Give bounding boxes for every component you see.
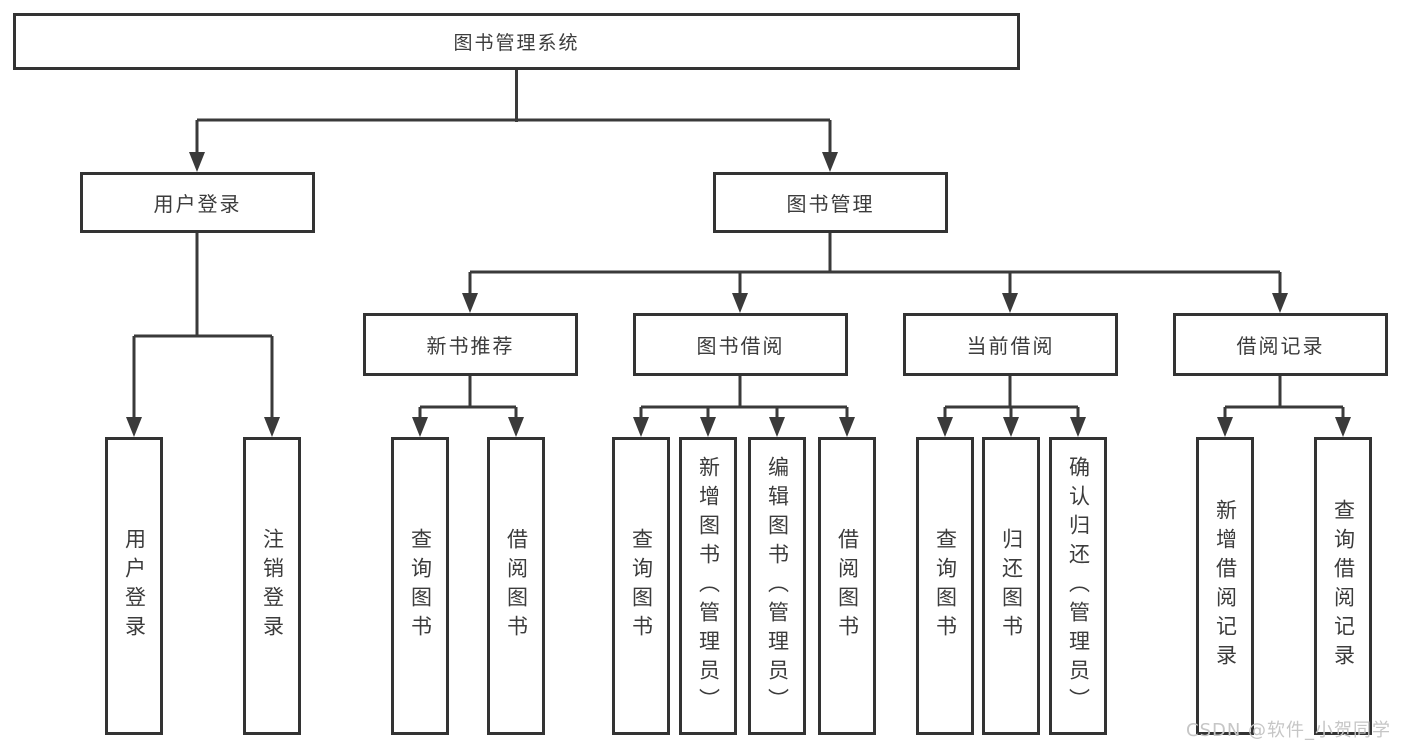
node-root: 图书管理系统 (13, 13, 1020, 70)
leaf-user-login: 用户登录 (105, 437, 163, 735)
leaf-current-query-books: 查询图书 (916, 437, 974, 735)
leaf-logout: 注销登录 (243, 437, 301, 735)
node-borrowing-records: 借阅记录 (1173, 313, 1388, 376)
leaf-newbook-borrow-books: 借阅图书 (487, 437, 545, 735)
leaf-record-add-record: 新增借阅记录 (1196, 437, 1254, 735)
leaf-newbook-query-books: 查询图书 (391, 437, 449, 735)
node-book-borrowing: 图书借阅 (633, 313, 848, 376)
leaf-record-query-record: 查询借阅记录 (1314, 437, 1372, 735)
leaf-current-confirm-return-admin: 确认归还（管理员） (1049, 437, 1107, 735)
watermark: CSDN @软件_小贺同学 (1186, 720, 1392, 741)
node-user-login: 用户登录 (80, 172, 315, 233)
node-new-book-recommend: 新书推荐 (363, 313, 578, 376)
leaf-borrow-query-books: 查询图书 (612, 437, 670, 735)
leaf-borrow-add-book-admin: 新增图书（管理员） (679, 437, 737, 735)
node-book-management: 图书管理 (713, 172, 948, 233)
node-current-borrowing: 当前借阅 (903, 313, 1118, 376)
arrowheads (126, 152, 1351, 437)
leaf-borrow-edit-book-admin: 编辑图书（管理员） (748, 437, 806, 735)
leaf-current-return-books: 归还图书 (982, 437, 1040, 735)
leaf-borrow-borrow-books: 借阅图书 (818, 437, 876, 735)
